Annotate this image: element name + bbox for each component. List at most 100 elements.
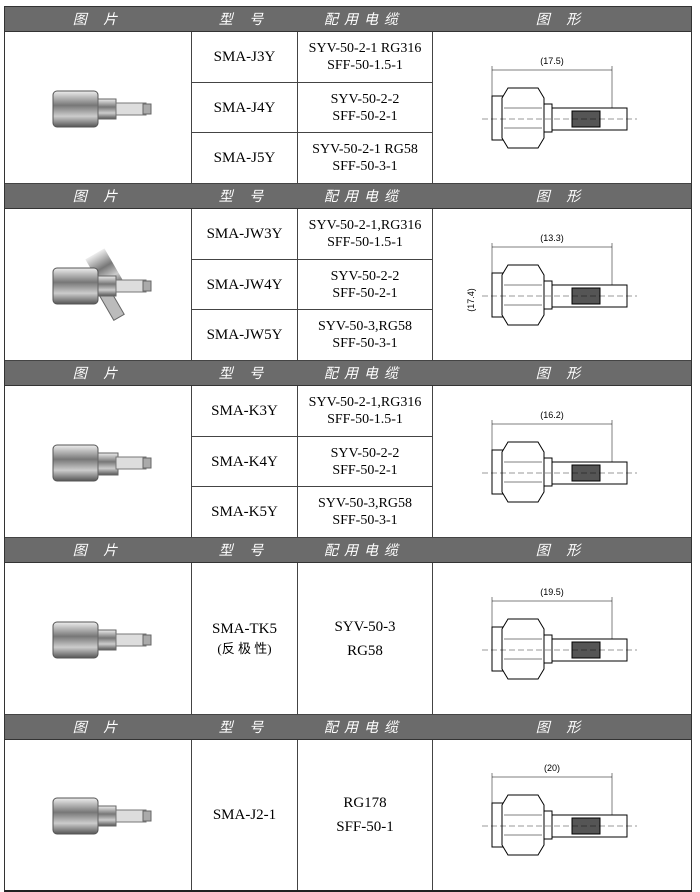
connector-table: 图 片 型 号 配用电缆 图 形 SMA-J3Y SYV-50-2-1 RG31… bbox=[4, 6, 692, 892]
header-drawing: 图 形 bbox=[535, 720, 587, 736]
header-model: 型 号 bbox=[218, 12, 270, 28]
model-name: SMA-J3Y bbox=[213, 48, 276, 65]
drawing-cell: (17.5) bbox=[433, 32, 691, 183]
model-cell: SMA-K5Y bbox=[192, 487, 298, 538]
model-name: SMA-JW3Y bbox=[206, 225, 283, 242]
drawing-cell: (13.3) (17.4) bbox=[433, 209, 691, 360]
cable-line-2: SFF-50-3-1 bbox=[332, 159, 398, 175]
photo-cell bbox=[5, 209, 192, 360]
svg-text:(17.4): (17.4) bbox=[466, 288, 476, 312]
model-cell: SMA-K4Y bbox=[192, 436, 298, 487]
model-cell: SMA-K3Y bbox=[192, 386, 298, 436]
header-drawing: 图 形 bbox=[535, 12, 587, 28]
connector-photo bbox=[52, 247, 152, 321]
drawing-cell: (16.2) bbox=[433, 386, 691, 537]
drawing-cell: (20) bbox=[433, 740, 691, 890]
model-cell: SMA-TK5(反 极 性) bbox=[192, 563, 298, 714]
photo-cell bbox=[5, 563, 192, 714]
header-row: 图 片 型 号 配用电缆 图 形 bbox=[5, 184, 691, 209]
connector-drawing: (19.5) bbox=[482, 587, 637, 679]
header-cable: 配用电缆 bbox=[324, 189, 404, 205]
header-photo: 图 片 bbox=[72, 12, 124, 28]
model-name: SMA-JW5Y bbox=[206, 327, 283, 344]
connector-photo bbox=[52, 444, 152, 481]
photo-cell bbox=[5, 386, 192, 537]
model-cell: SMA-J4Y bbox=[192, 82, 298, 133]
model-cell: SMA-J3Y bbox=[192, 32, 298, 82]
drawing-cell: (19.5) bbox=[433, 563, 691, 714]
cable-line-1: SYV-50-3,RG58 bbox=[318, 319, 412, 335]
cable-line-2: RG58 bbox=[347, 642, 383, 659]
cable-line-2: SFF-50-1.5-1 bbox=[327, 57, 403, 73]
header-drawing: 图 形 bbox=[535, 543, 587, 559]
header-row: 图 片 型 号 配用电缆 图 形 bbox=[5, 715, 691, 740]
cable-line-1: SYV-50-2-1,RG316 bbox=[308, 217, 422, 233]
connector-photo bbox=[52, 797, 152, 835]
model-name: SMA-J4Y bbox=[213, 99, 276, 116]
model-cell: SMA-JW5Y bbox=[192, 310, 298, 361]
cable-line-2: SFF-50-3-1 bbox=[332, 513, 398, 529]
dimension-label: (20) bbox=[544, 763, 560, 773]
cable-line-2: SFF-50-1 bbox=[336, 819, 394, 835]
header-drawing: 图 形 bbox=[535, 189, 587, 205]
header-drawing: 图 形 bbox=[535, 366, 587, 382]
cable-line-1: SYV-50-2-2 bbox=[330, 91, 400, 107]
dimension-label: (19.5) bbox=[540, 587, 564, 597]
model-name: SMA-K5Y bbox=[211, 504, 278, 521]
model-name: SMA-J5Y bbox=[213, 150, 276, 167]
model-cell: SMA-J2-1 bbox=[192, 740, 298, 890]
model-name: SMA-K3Y bbox=[211, 402, 278, 419]
cable-line-2: SFF-50-2-1 bbox=[332, 108, 398, 124]
header-photo: 图 片 bbox=[72, 720, 124, 736]
dimension-label: (13.3) bbox=[540, 233, 564, 243]
header-model: 型 号 bbox=[218, 543, 270, 559]
cable-line-2: SFF-50-3-1 bbox=[332, 336, 398, 352]
dimension-label: (16.2) bbox=[540, 410, 564, 420]
header-row: 图 片 型 号 配用电缆 图 形 bbox=[5, 538, 691, 563]
model-name: SMA-TK5 bbox=[211, 620, 277, 637]
header-row: 图 片 型 号 配用电缆 图 形 bbox=[5, 7, 691, 32]
header-cable: 配用电缆 bbox=[324, 720, 404, 736]
header-model: 型 号 bbox=[218, 189, 270, 205]
cable-line-1: SYV-50-2-1 RG316 bbox=[308, 40, 422, 56]
connector-drawing: (13.3) (17.4) bbox=[466, 233, 637, 325]
photo-cell bbox=[5, 32, 192, 183]
cable-line-1: SYV-50-3 bbox=[334, 618, 396, 635]
model-cell: SMA-JW3Y bbox=[192, 209, 298, 259]
cable-line-1: RG178 bbox=[343, 795, 387, 811]
cable-line-2: SFF-50-2-1 bbox=[332, 462, 398, 478]
connector-drawing: (16.2) bbox=[482, 410, 637, 502]
photo-cell bbox=[5, 740, 192, 890]
model-name: SMA-K4Y bbox=[211, 453, 278, 470]
header-model: 型 号 bbox=[218, 366, 270, 382]
model-cell: SMA-JW4Y bbox=[192, 259, 298, 310]
header-model: 型 号 bbox=[218, 720, 270, 736]
cable-line-2: SFF-50-2-1 bbox=[332, 285, 398, 301]
header-photo: 图 片 bbox=[72, 366, 124, 382]
